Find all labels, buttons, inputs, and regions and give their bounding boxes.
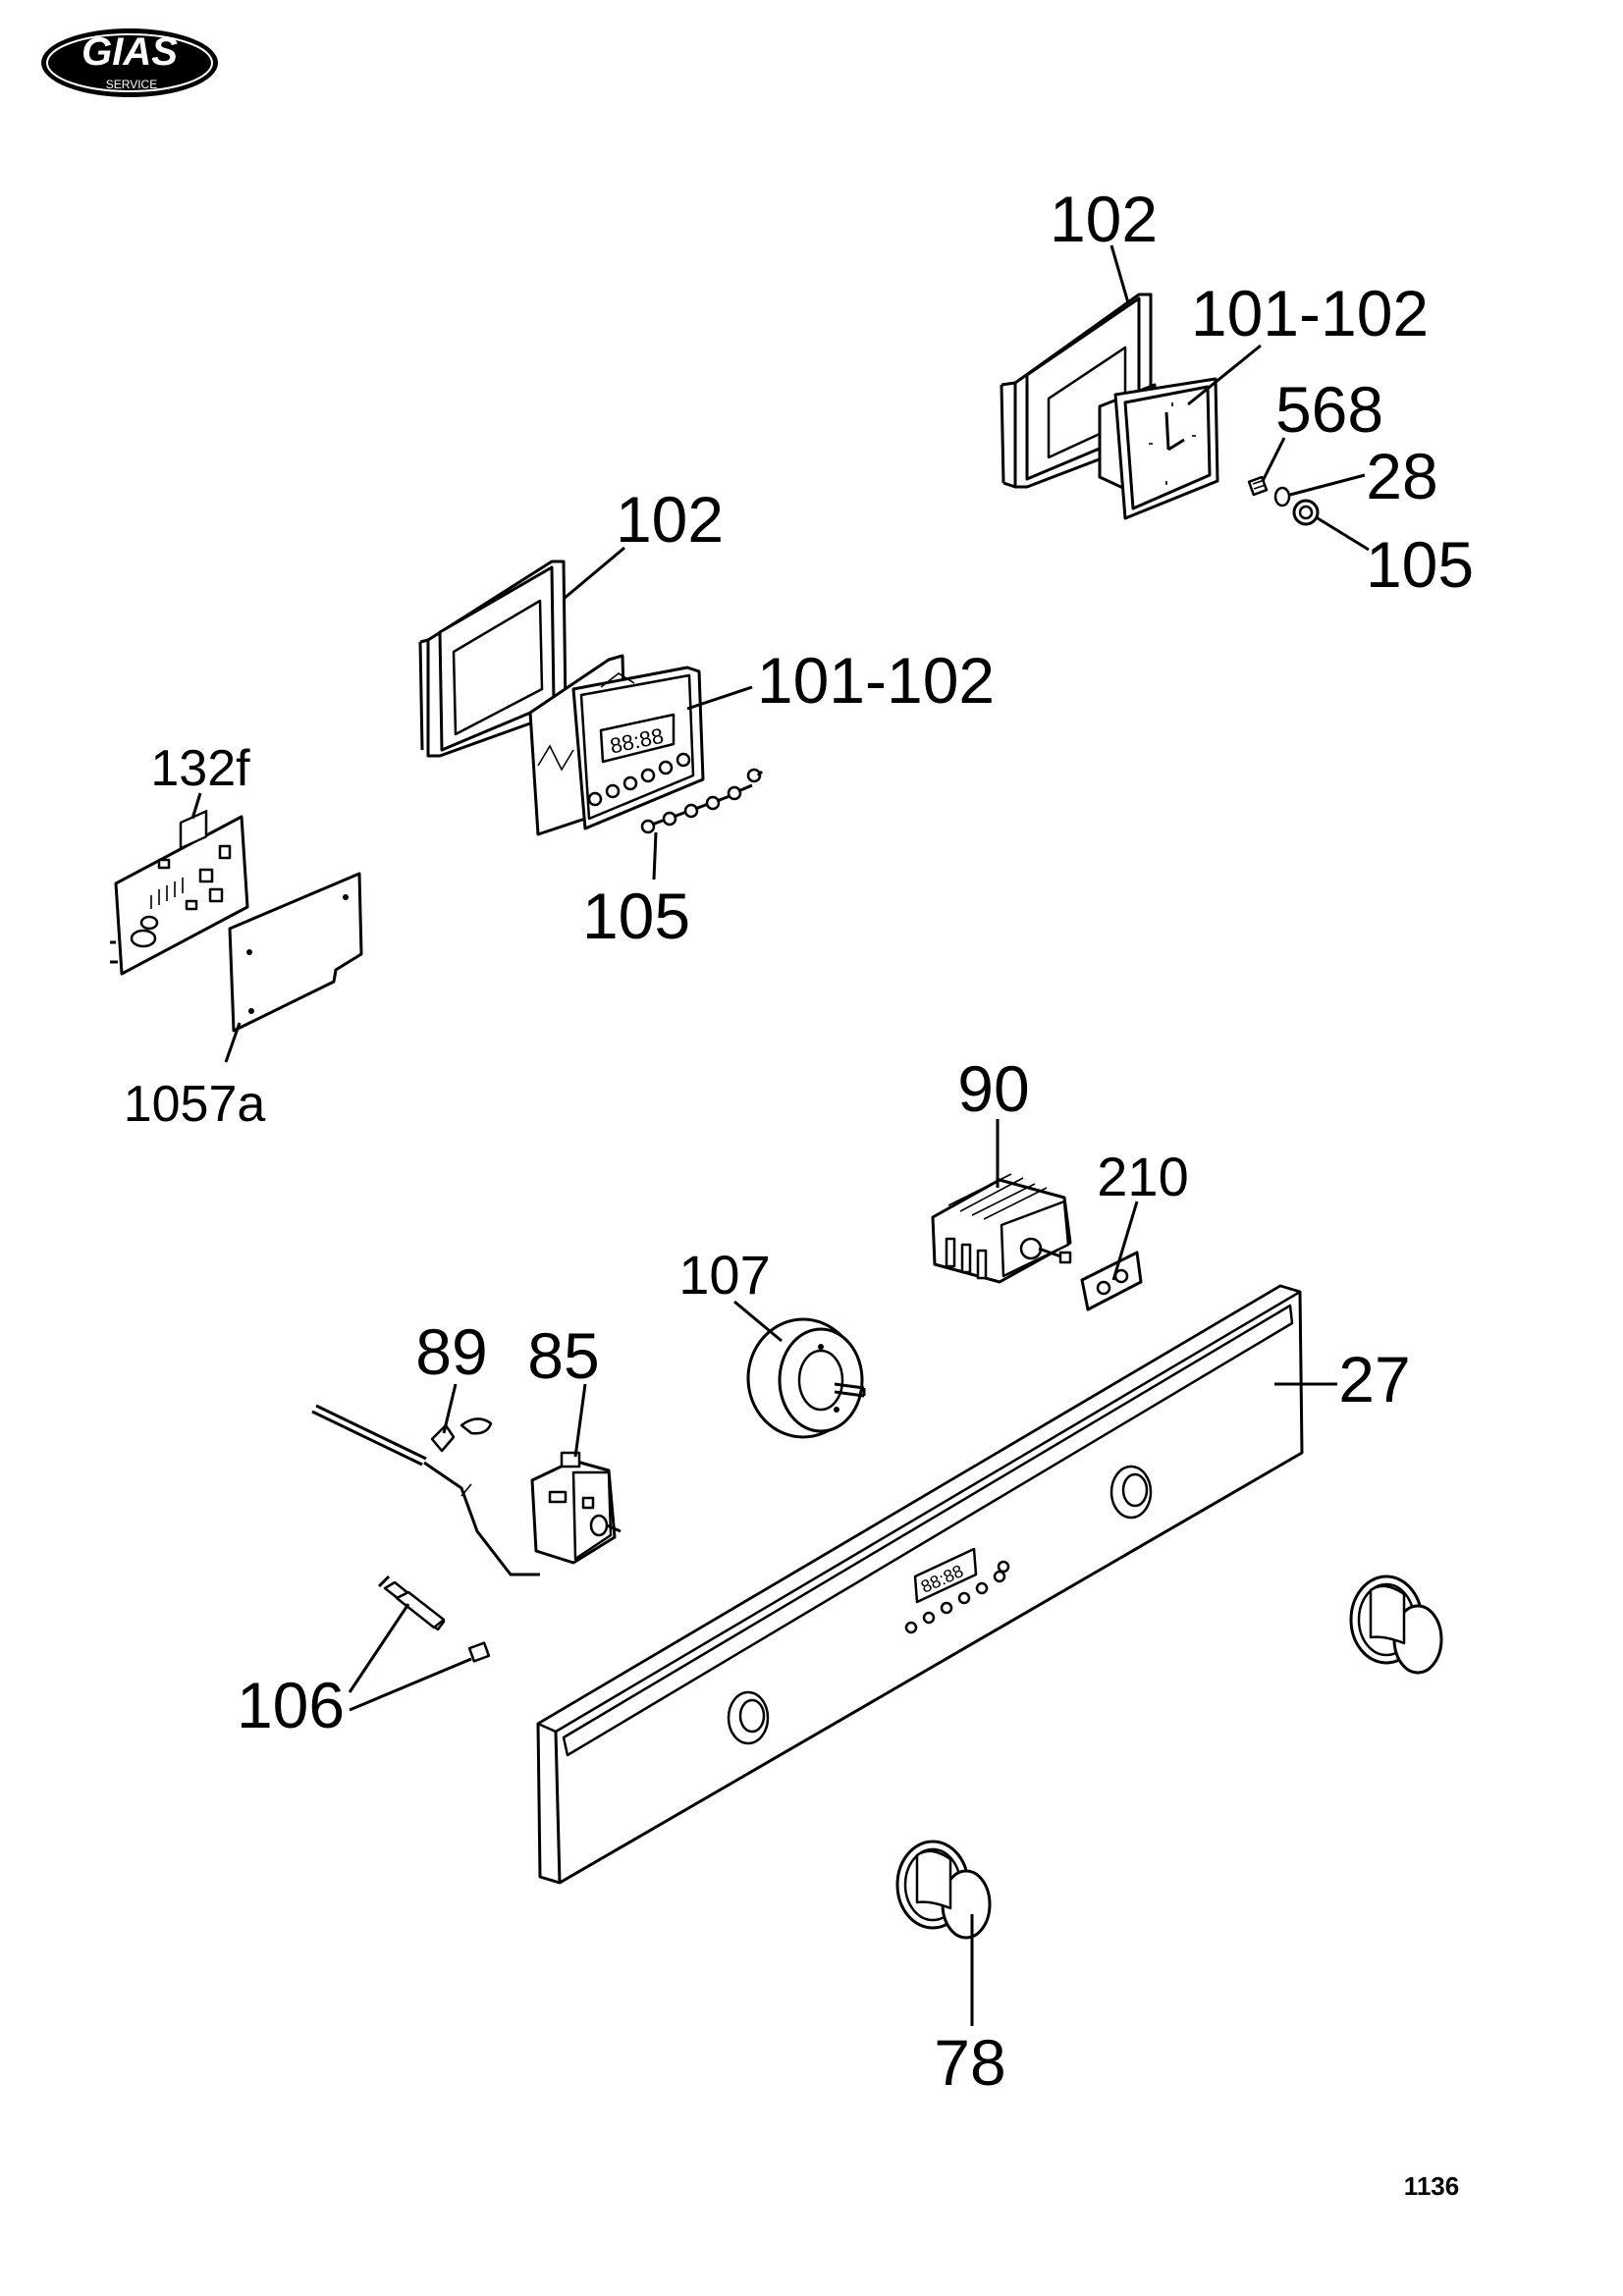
label-89: 89 — [415, 1315, 487, 1388]
leader-106-a — [348, 1603, 410, 1693]
leader-106-b — [349, 1657, 472, 1712]
thermostat-85 — [530, 1451, 622, 1565]
label-mid-102: 102 — [616, 483, 724, 556]
leader-mid-101-102 — [686, 685, 753, 711]
top-analog-clock-101-102 — [1098, 377, 1219, 520]
lamp-holder-106 — [377, 1575, 446, 1631]
leader-89 — [442, 1383, 458, 1434]
leader-1057a — [224, 1022, 242, 1063]
knob-right — [1349, 1575, 1443, 1675]
leader-top-102 — [1109, 244, 1131, 307]
motor-107 — [746, 1317, 866, 1439]
label-210: 210 — [1097, 1146, 1188, 1207]
label-top-568: 568 — [1275, 373, 1383, 446]
leader-top-568 — [1261, 437, 1286, 482]
lamp-screw-106 — [467, 1641, 491, 1663]
label-27: 27 — [1338, 1343, 1410, 1415]
leader-132f — [190, 792, 202, 820]
label-90: 90 — [957, 1052, 1029, 1125]
label-85: 85 — [527, 1319, 599, 1392]
label-107: 107 — [678, 1244, 770, 1306]
leader-top-28 — [1289, 473, 1366, 497]
logo-subtext: SERVICE — [106, 78, 157, 91]
leader-top-101-102 — [1187, 344, 1262, 406]
thermostat-probe-89 — [311, 1404, 540, 1576]
bracket-210 — [1080, 1251, 1143, 1311]
selector-switch-90 — [931, 1173, 1072, 1284]
page-number: 1136 — [1404, 2171, 1459, 2201]
label-top-105: 105 — [1366, 528, 1474, 601]
pcb-132f — [110, 810, 249, 976]
panel-knob-hole-right — [1109, 1465, 1153, 1520]
mid-digital-timer-101-102: 88:88 — [528, 654, 705, 836]
brand-logo: GIAS SERVICE — [41, 28, 218, 97]
top-spring-568 — [1247, 475, 1269, 497]
panel-knob-hole-left — [727, 1690, 770, 1745]
top-knob-105 — [1292, 499, 1320, 526]
control-panel-27: 88:88 — [536, 1284, 1304, 1885]
leader-mid-102 — [563, 546, 625, 601]
top-washer-28 — [1273, 486, 1291, 507]
label-top-102: 102 — [1050, 183, 1158, 255]
label-mid-105: 105 — [582, 880, 690, 952]
leader-top-105 — [1317, 516, 1370, 552]
label-1057a: 1057a — [124, 1076, 266, 1133]
label-78: 78 — [934, 2026, 1005, 2099]
knob-78 — [895, 1840, 992, 1940]
logo-text: GIAS — [81, 30, 178, 74]
leader-210 — [1111, 1201, 1139, 1281]
mid-buttons-105 — [640, 768, 764, 834]
label-132f: 132f — [150, 740, 250, 797]
label-top-101-102: 101-102 — [1191, 277, 1429, 349]
pcb-plate-1057a — [228, 872, 363, 1033]
leader-mid-105 — [652, 831, 658, 881]
leader-85 — [573, 1383, 587, 1458]
leader-107 — [733, 1300, 783, 1343]
label-mid-101-102: 101-102 — [757, 644, 995, 717]
label-106: 106 — [237, 1669, 345, 1741]
label-top-28: 28 — [1366, 440, 1437, 512]
